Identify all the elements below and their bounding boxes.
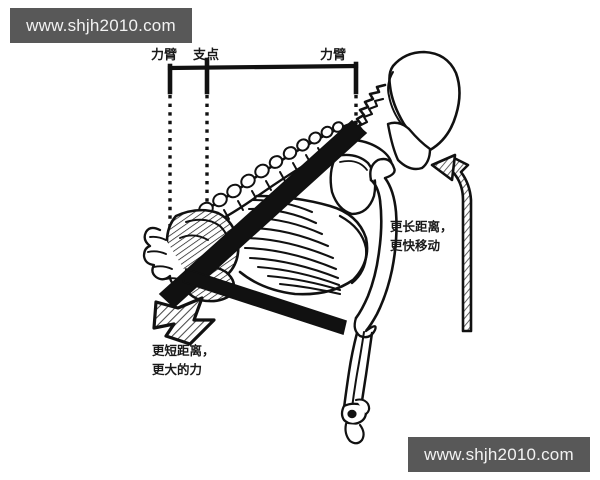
skull [387, 50, 461, 152]
wrist-bones [340, 398, 371, 445]
watermark-bottom: www.shjh2010.com [408, 437, 590, 472]
callout-shorter-distance-greater-force: 更短距离， 更大的力 [152, 343, 215, 377]
scapula [329, 153, 377, 216]
label-fulcrum: 支点 [193, 48, 220, 63]
forearm-bones [342, 331, 374, 410]
spine-vertebrae [194, 120, 362, 230]
label-lever-arm-left: 力臂 [151, 48, 178, 63]
lever-bars [158, 119, 368, 336]
rib-cage [238, 194, 369, 296]
humerus [353, 157, 398, 339]
jaw-bone [386, 121, 432, 171]
short-distance-greater-force-arrow [152, 296, 216, 346]
watermark-top: www.shjh2010.com [10, 8, 192, 43]
callout-longer-distance-faster: 更长距离， 更快移动 [390, 219, 453, 253]
label-lever-arm-right: 力臂 [320, 48, 347, 63]
lever-bracket [167, 57, 359, 95]
longer-distance-faster-motion-arrow [430, 153, 473, 333]
